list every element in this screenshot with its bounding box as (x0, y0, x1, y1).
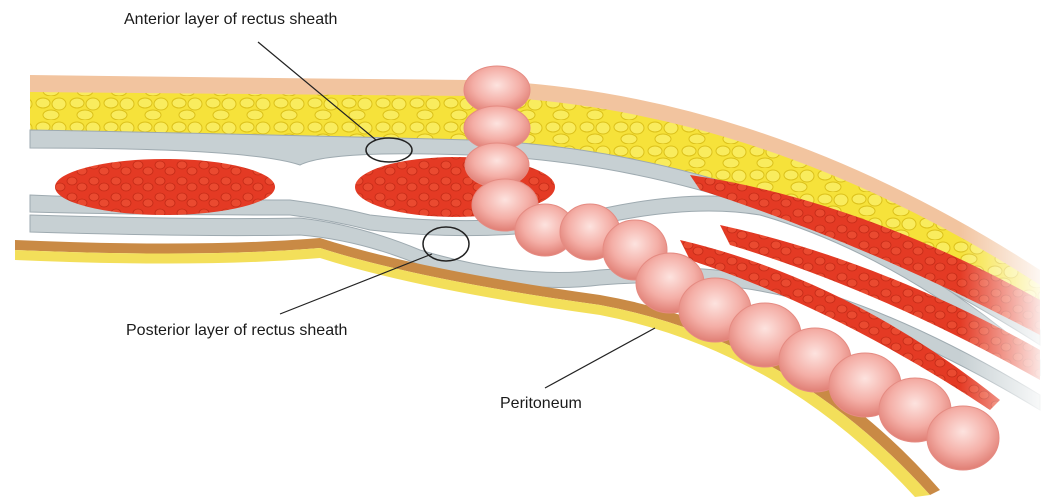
posterior-label: Posterior layer of rectus sheath (126, 322, 347, 339)
peritoneum-label: Peritoneum (500, 395, 582, 412)
peritoneum-leader-line (545, 328, 655, 388)
rectus-muscle-left (55, 159, 275, 215)
anterior-label: Anterior layer of rectus sheath (124, 11, 337, 28)
